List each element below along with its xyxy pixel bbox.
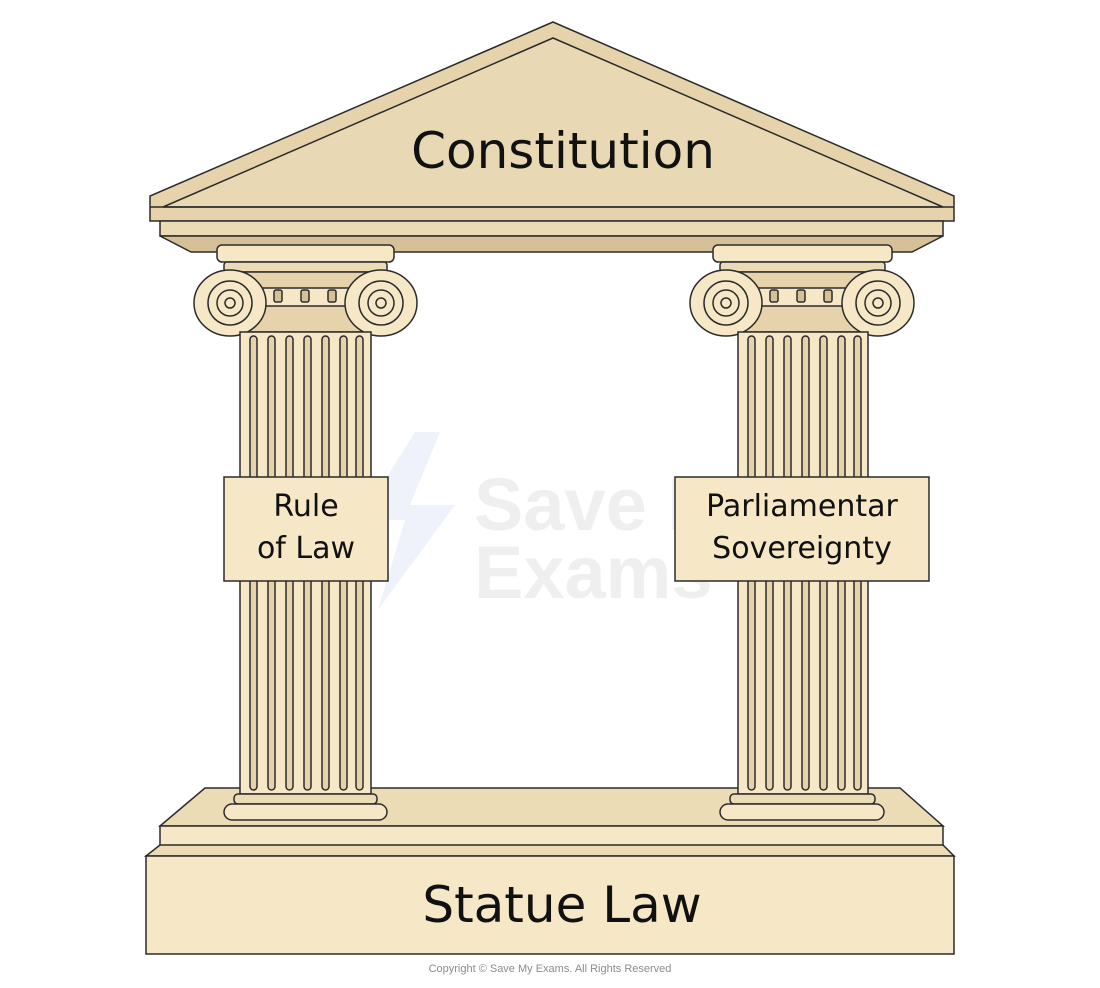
copyright-notice: Copyright © Save My Exams. All Rights Re… <box>428 963 672 975</box>
right-column-base-lower <box>719 803 885 821</box>
base-block <box>145 855 955 955</box>
left-column-base-lower <box>223 803 388 821</box>
right-dentil <box>796 289 806 303</box>
right-volute-ring <box>872 297 884 309</box>
left-column <box>193 244 418 821</box>
left-label-plaque <box>223 476 389 582</box>
right-volute-ring <box>712 289 740 317</box>
left-volute-ring <box>207 280 253 326</box>
right-volute-ring <box>720 297 732 309</box>
right-pillar-label-line2: Sovereignty <box>712 531 892 566</box>
right-dentil <box>823 289 833 303</box>
right-pillar-label-line1: Parliamentar <box>706 489 898 524</box>
left-volute-ring <box>375 297 387 309</box>
base-lower-lip <box>143 844 956 857</box>
left-volute-left <box>193 269 267 337</box>
watermark-bolt-icon <box>360 432 455 610</box>
right-abacus-lower <box>719 261 886 273</box>
watermark-line2: Exams <box>474 531 713 614</box>
left-dentil <box>273 289 283 303</box>
left-column-base-upper <box>233 793 378 805</box>
right-volute-ring <box>864 289 892 317</box>
right-column <box>674 244 930 821</box>
left-abacus-lower <box>223 261 388 273</box>
right-column-base-upper <box>729 793 876 805</box>
roof <box>149 21 955 253</box>
left-volute-ring <box>216 289 244 317</box>
left-volute-ring <box>367 289 395 317</box>
right-dentil <box>769 289 779 303</box>
left-pillar-label-line1: Rule <box>273 489 338 524</box>
left-volute-right <box>344 269 418 337</box>
right-volute-ring <box>703 280 749 326</box>
right-abacus <box>712 244 893 263</box>
left-volute-ring <box>358 280 404 326</box>
left-abacus <box>216 244 395 263</box>
right-volute-ring <box>855 280 901 326</box>
roof-label: Constitution <box>411 122 715 180</box>
left-volute-ring <box>224 297 236 309</box>
right-volute-right <box>841 269 915 337</box>
right-volute-left <box>689 269 763 337</box>
base-label: Statue Law <box>422 876 701 934</box>
left-pillar-label-line2: of Law <box>257 531 355 566</box>
right-label-plaque <box>674 476 930 582</box>
left-dentil <box>327 289 337 303</box>
entablature <box>159 220 944 237</box>
left-dentil <box>300 289 310 303</box>
